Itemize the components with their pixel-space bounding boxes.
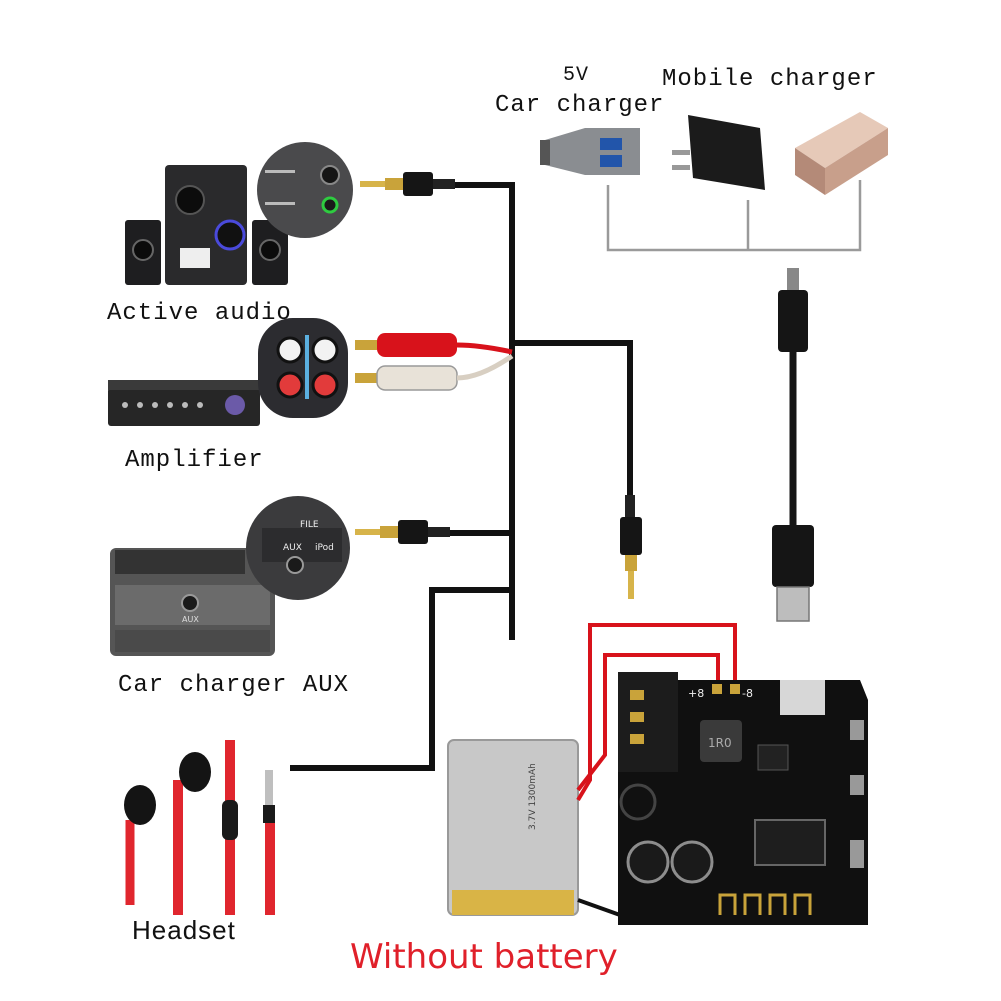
board-plus-label: +8 — [688, 687, 704, 700]
audio-wire-bundle — [290, 182, 633, 771]
label-active-audio: Active audio — [107, 300, 292, 327]
label-mobile-charger: Mobile charger — [662, 66, 878, 93]
headset-image — [124, 740, 275, 915]
speaker-jack-inset — [257, 142, 353, 238]
battery-voltage-text: 3.7V 1300mAh — [528, 763, 538, 830]
car-dashboard-image — [110, 548, 275, 656]
speaker-system-image — [125, 165, 288, 285]
power-bank-image — [795, 112, 888, 195]
label-without-battery: Without battery — [350, 937, 618, 977]
label-car-charger: Car charger — [495, 92, 665, 119]
label-car-charger-aux: Car charger AUX — [118, 672, 350, 699]
amplifier-image — [108, 380, 260, 426]
bluetooth-module-board: 1R0 +8 -8 — [618, 672, 868, 925]
aux-plug-middle — [355, 520, 450, 544]
wall-charger-image — [672, 115, 765, 190]
usb-cable — [772, 268, 814, 622]
battery-black-wire — [577, 898, 621, 917]
board-minus-label: -8 — [742, 687, 753, 700]
label-amplifier: Amplifier — [125, 447, 264, 474]
rca-inset — [258, 318, 348, 418]
label-headset: Headset — [132, 915, 236, 945]
aux-plug-top — [360, 172, 455, 196]
car-dash-aux-label: AUX — [182, 615, 199, 624]
battery-image: 3.7V 1300mAh — [447, 739, 579, 916]
inductor-code: 1R0 — [708, 736, 732, 750]
label-5v: 5V — [563, 64, 590, 87]
charger-link-lines — [606, 180, 862, 252]
aux-plug-board — [620, 495, 642, 599]
aux-panel-file-label: FILE — [300, 520, 319, 530]
aux-panel-inset — [246, 496, 350, 600]
rca-cable — [355, 333, 514, 391]
aux-panel-ipod-label: iPod — [315, 543, 334, 553]
aux-panel-aux-label: AUX — [283, 543, 302, 553]
battery-red-wires — [576, 623, 737, 802]
car-charger-image — [540, 128, 640, 175]
